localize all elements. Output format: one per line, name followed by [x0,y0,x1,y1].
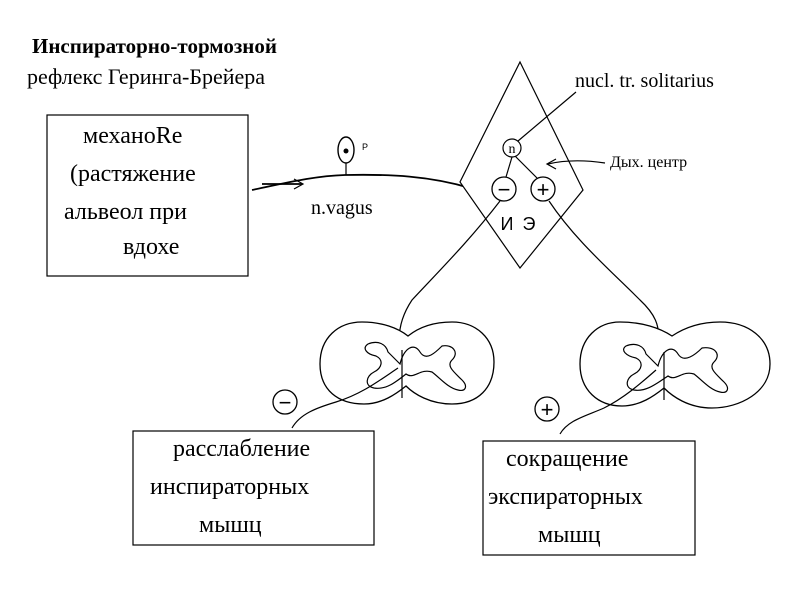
sensory-neuron-icon [337,136,355,175]
spinal-cord-left-icon [319,321,495,405]
resp-center-arrow-icon [545,158,557,170]
resp-center-pointer-line [547,160,606,165]
efferent-fibre-left [291,367,399,429]
excitatory-neuron-icon [530,176,556,202]
receptor-box [46,114,249,277]
vagus-label: n.vagus [311,197,373,219]
inhibition-sign-icon [272,389,298,415]
receptor-line-1: механоRe [83,123,182,149]
receptor-line-4: вдохе [123,234,179,260]
receptor-line-2: (растяжение [70,161,196,187]
descending-fibre-right [548,200,660,341]
inhibitory-neuron-icon [491,176,517,202]
nucleus-to-excitatory-line [514,155,538,179]
left-output-line-3: мышц [199,512,262,538]
nucleus-pointer-line [517,91,577,142]
nucleus-mark: n [509,142,516,157]
inhibitory-sign: − [498,177,511,202]
title-line-1: Инспираторно-тормозной [32,34,277,58]
resp-center-label: Дых. центр [610,154,687,171]
efferent-fibre-right [559,369,657,435]
title-line-2: рефлекс Геринга-Брейера [27,64,265,89]
nucleus-to-inhibitory-line [505,156,513,178]
left-output-line-1: расслабление [173,436,310,462]
right-output-line-3: мышц [538,522,601,548]
right-output-box [482,440,696,556]
vagus-nerve-fibre [251,173,471,191]
left-output-box [132,430,375,546]
right-output-line-1: сокращение [506,446,628,472]
receptor-line-3: альвеол при [64,199,187,225]
nucleus-label: nucl. tr. solitarius [575,70,714,92]
spinal-cord-right-icon [579,321,771,409]
receptor-mark: P [362,142,368,152]
right-output-line-2: экспираторных [488,484,643,510]
excitatory-sign: + [537,177,550,202]
excitation-sign-icon [534,396,560,422]
ie-label: И Э [501,214,538,234]
left-output-line-2: инспираторных [150,474,309,500]
left-sign: − [279,390,292,415]
right-sign: + [541,397,554,422]
medulla-diamond [459,60,584,269]
